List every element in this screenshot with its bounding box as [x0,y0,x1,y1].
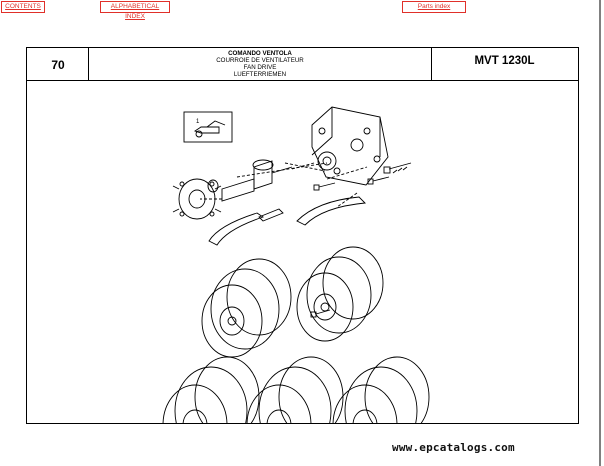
model-cell: MVT 1230L [431,48,578,80]
parts-index-link[interactable]: Parts index [402,1,466,13]
section-titles: COMANDO VENTOLA COURROIE DE VENTILATEUR … [89,50,431,78]
title-french: COURROIE DE VENTILATEUR [216,57,304,64]
title-italian: COMANDO VENTOLA [228,50,292,57]
pulley-3 [162,356,260,423]
drive-shaft [221,159,293,202]
title-german: LUEFTERRIEMEN [233,71,287,78]
detail-inset: 1 [183,111,233,143]
fan-bracket-housing [311,106,389,186]
footer-url[interactable]: www.epcatalogs.com [392,441,515,454]
assembly-lines [200,162,368,208]
catalog-sheet: 70 COMANDO VENTOLA COURROIE DE VENTILATE… [26,47,579,424]
title-english: FAN DRIVE [243,64,277,71]
pulley-5 [332,356,430,423]
right-edge-mark [599,0,601,466]
fan-hub [172,178,222,220]
model-name: MVT 1230L [474,55,535,67]
contents-link[interactable]: CONTENTS [1,1,45,13]
page-number-cell: 70 [27,48,89,80]
alphabetical-index-link[interactable]: ALPHABETICAL INDEX [100,1,170,20]
pulley-1 [201,258,292,358]
drive-belts [208,196,366,246]
pulley-2 [296,246,384,342]
page-number: 70 [51,58,65,72]
pulley-4 [246,356,344,423]
sheet-header: 70 COMANDO VENTOLA COURROIE DE VENTILATE… [27,48,578,81]
fan-drive-exploded-diagram: 1 [162,106,430,423]
callout-number: 1 [196,119,200,125]
